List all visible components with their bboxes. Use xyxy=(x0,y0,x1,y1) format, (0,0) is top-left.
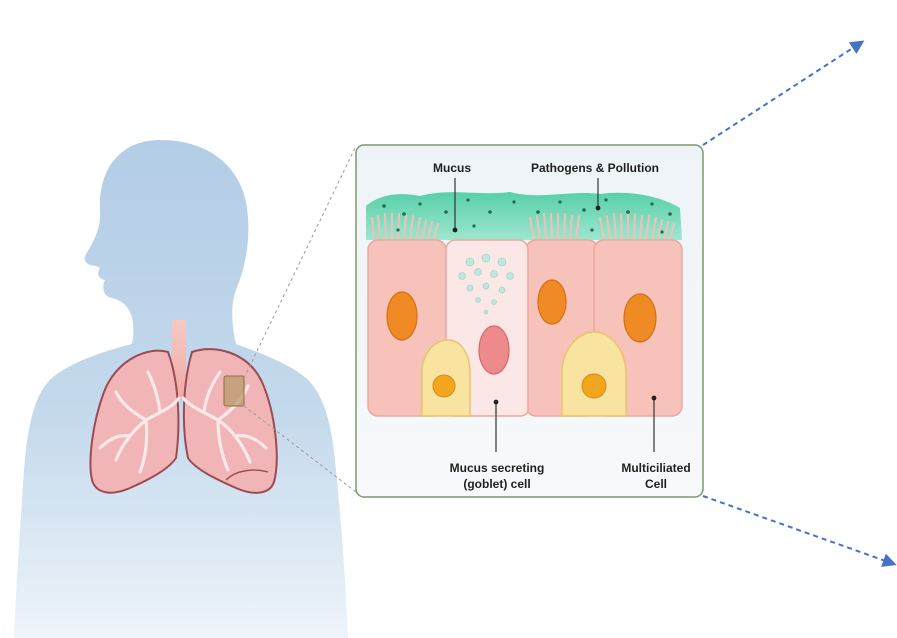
multiciliated-cell-label-line1: Multiciliated xyxy=(612,460,700,476)
arrow-up-right-icon xyxy=(703,42,862,145)
multiciliated-cell-label: Multiciliated Cell xyxy=(612,460,700,492)
arrow-down-right-icon xyxy=(703,496,894,564)
epithelium-icon xyxy=(366,178,682,452)
arrows xyxy=(703,42,894,564)
goblet-cell-label: Mucus secreting (goblet) cell xyxy=(430,460,564,492)
mucus-label: Mucus xyxy=(433,160,471,176)
goblet-cell-label-line1: Mucus secreting xyxy=(430,460,564,476)
multiciliated-cell-label-line2: Cell xyxy=(612,476,700,492)
goblet-cell-label-line2: (goblet) cell xyxy=(430,476,564,492)
pathogens-pollution-label: Pathogens & Pollution xyxy=(531,160,659,176)
